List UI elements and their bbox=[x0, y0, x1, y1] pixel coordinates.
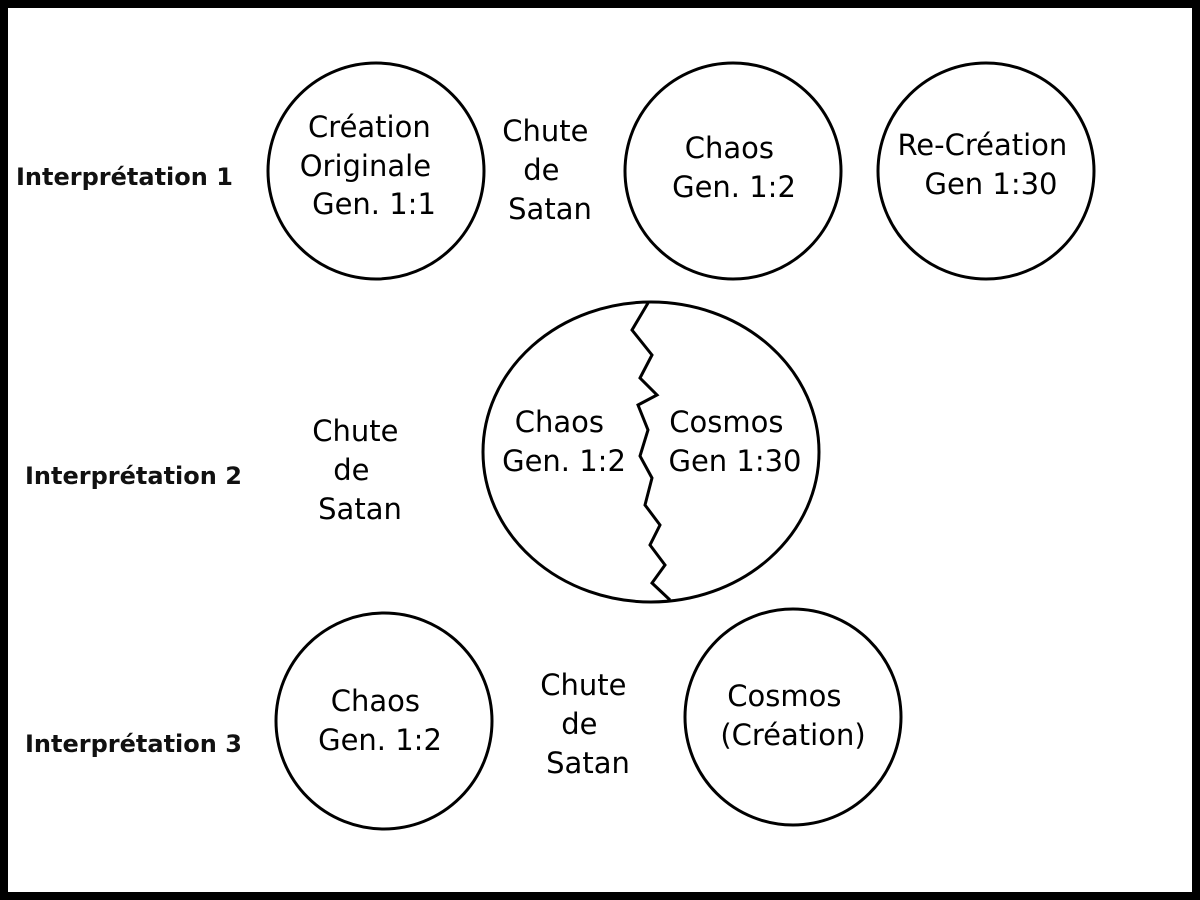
fall-of-satan-label: Chute de Satan bbox=[502, 114, 597, 226]
node-cosmos-creation-text: Cosmos (Création) bbox=[720, 679, 865, 752]
node-re-creation-text: Re-Création Gen 1:30 bbox=[897, 128, 1076, 201]
fall-of-satan-label: Chute de Satan bbox=[312, 414, 407, 526]
node-re-creation bbox=[876, 61, 1096, 281]
row-label: Interprétation 3 bbox=[25, 730, 242, 758]
node-chaos-text: Chaos Gen. 1:2 bbox=[318, 684, 442, 757]
node-cosmos-creation bbox=[683, 607, 903, 827]
row-interpretation-3: Interprétation 3 Chaos Gen. 1:2 Chute de… bbox=[25, 607, 903, 831]
node-chaos-text: Chaos Gen. 1:2 bbox=[672, 131, 796, 204]
node-chaos bbox=[274, 611, 494, 831]
node-original-creation bbox=[266, 61, 486, 281]
fall-of-satan-label: Chute de Satan bbox=[540, 668, 635, 780]
crack-divider bbox=[630, 302, 672, 602]
split-right-text: Cosmos Gen 1:30 bbox=[668, 405, 801, 478]
node-original-creation-text: Création Originale Gen. 1:1 bbox=[300, 110, 441, 221]
split-left-text: Chaos Gen. 1:2 bbox=[502, 405, 626, 478]
row-label: Interprétation 2 bbox=[25, 462, 242, 490]
node-chaos bbox=[623, 61, 843, 281]
row-interpretation-1: Interprétation 1 Création Originale Gen.… bbox=[16, 61, 1096, 281]
split-circle bbox=[481, 300, 821, 604]
row-label: Interprétation 1 bbox=[16, 163, 233, 191]
row-interpretation-2: Interprétation 2 Chute de Satan Chaos Ge… bbox=[25, 300, 821, 604]
